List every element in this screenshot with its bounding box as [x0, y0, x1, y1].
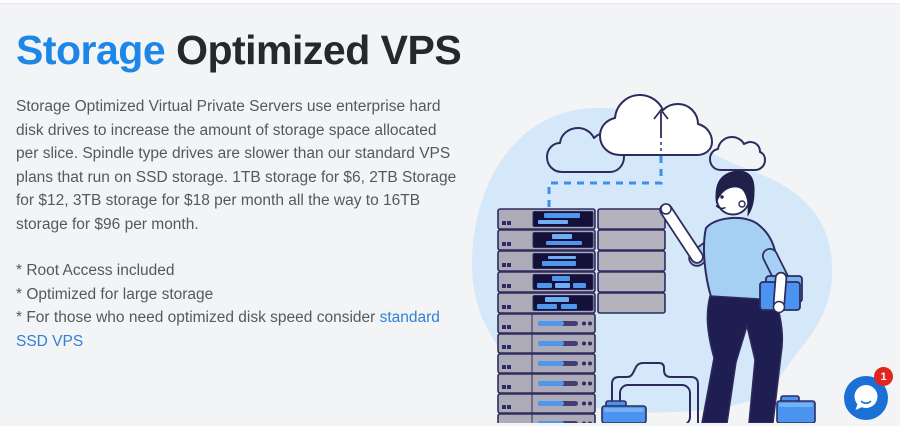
top-bar: [0, 0, 900, 4]
description: Storage Optimized Virtual Private Server…: [16, 98, 457, 233]
blue-folder-icon: [601, 400, 647, 423]
title-highlight: Storage: [16, 27, 166, 73]
feature-item: * For those who need optimized disk spee…: [16, 306, 462, 353]
dashed-connection-line: [547, 156, 663, 209]
upload-cloud-icon: [599, 94, 713, 156]
person-illustration: [659, 170, 803, 423]
upload-arrow-icon: [653, 108, 669, 154]
feature-list: * Root Access included * Optimized for l…: [16, 259, 462, 353]
small-cloud-icon: [709, 136, 766, 171]
chat-unread-badge: 1: [874, 367, 893, 386]
blue-folder-icon: [776, 395, 816, 423]
hair: [715, 170, 755, 217]
hero-text-column: Storage Optimized VPS Storage Optimized …: [16, 26, 462, 353]
chat-launcher-button[interactable]: 1: [843, 367, 893, 421]
page-title: Storage Optimized VPS: [16, 26, 462, 75]
server-rack: [497, 208, 666, 423]
cloud-storage-illustration: [471, 94, 833, 423]
chat-bubble-icon: [844, 376, 888, 420]
title-rest: Optimized VPS: [176, 27, 462, 73]
standard-ssd-vps-link[interactable]: standard SSD VPS: [16, 309, 440, 350]
feature-link-prefix: * For those who need optimized disk spee…: [16, 309, 376, 326]
feature-item: * Optimized for large storage: [16, 285, 214, 303]
feature-item: * Root Access included: [16, 262, 175, 279]
